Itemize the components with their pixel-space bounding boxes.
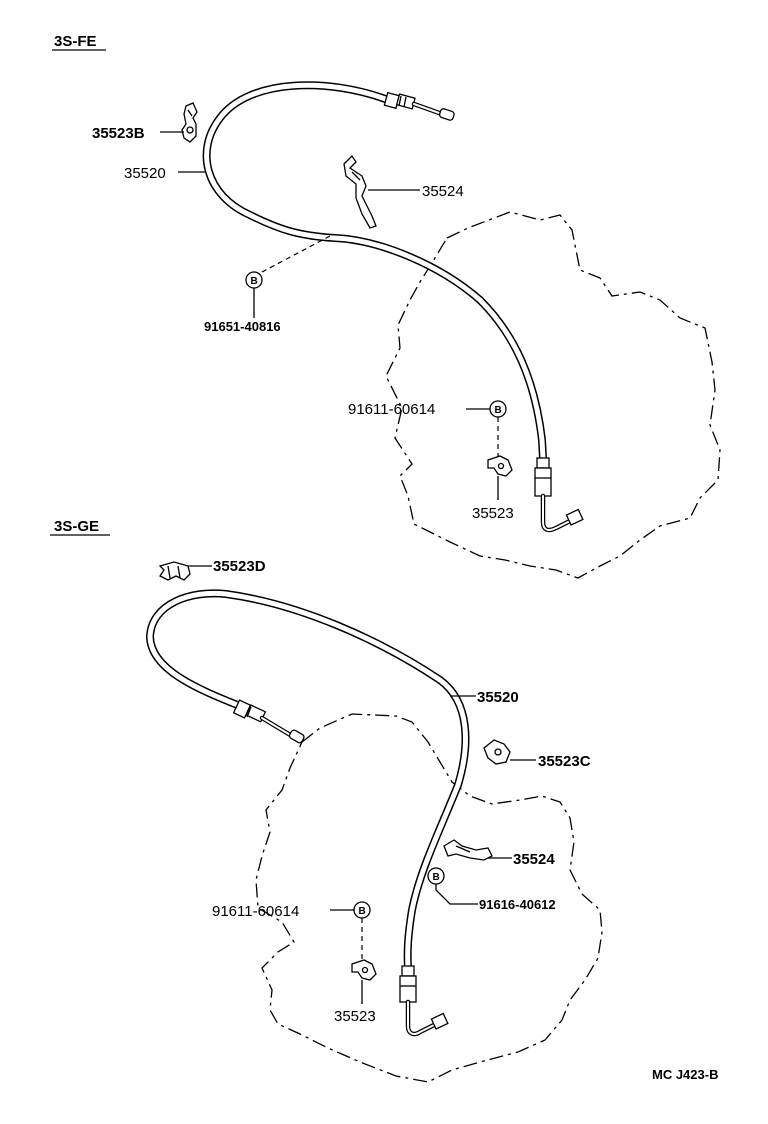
svg-text:B: B: [251, 276, 258, 287]
svg-text:B: B: [495, 405, 502, 416]
diagram-code: MC J423-B: [652, 1067, 718, 1082]
label-35524-upper: 35524: [422, 183, 464, 200]
clamp-35523c-icon: [483, 739, 511, 765]
label-91616-40612: 91616-40612: [479, 897, 556, 912]
bracket-35524-lower-icon: [443, 839, 493, 861]
label-35524-lower: 35524: [513, 851, 555, 868]
bolt-b-icon: B: [427, 867, 445, 885]
transmission-outline-upper: [385, 211, 721, 579]
clamp-35523-icon: [487, 455, 513, 477]
label-35523d: 35523D: [213, 558, 266, 575]
label-35523b: 35523B: [92, 125, 145, 142]
bracket-35524-icon: [343, 154, 377, 229]
section-3s-fe: 3S-FE: [52, 33, 721, 579]
bolt-b-icon: B: [353, 901, 371, 919]
clamp-35523b-icon: [181, 102, 198, 143]
label-91651-40816: 91651-40816: [204, 319, 281, 334]
label-cable-upper: 35520: [124, 165, 166, 182]
svg-text:B: B: [433, 872, 440, 883]
label-91611-60614-lower: 91611-60614: [212, 903, 299, 920]
shift-cable-3s-fe: [202, 81, 584, 533]
label-35523-lower: 35523: [334, 1008, 376, 1025]
clamp-35523-lower-icon: [351, 959, 377, 981]
section-title-3s-fe: 3S-FE: [54, 33, 97, 50]
bolt-b-icon: B: [245, 271, 263, 289]
label-35523-upper: 35523: [472, 505, 514, 522]
dashed-leader-bolt-left: [261, 235, 331, 273]
label-35523c: 35523C: [538, 753, 591, 770]
label-91611-60614-upper: 91611-60614: [348, 401, 435, 418]
section-title-3s-ge: 3S-GE: [54, 518, 99, 535]
transmission-outline-lower: [255, 713, 603, 1083]
section-3s-ge: 3S-GE 3552: [50, 518, 603, 1083]
label-cable-lower: 35520: [477, 689, 519, 706]
leader-bolt-right-lower: [435, 884, 478, 905]
clamp-35523d-icon: [158, 561, 191, 581]
bolt-b-icon: B: [489, 400, 507, 418]
svg-text:B: B: [359, 906, 366, 917]
shift-cable-3s-ge: [145, 589, 470, 1037]
